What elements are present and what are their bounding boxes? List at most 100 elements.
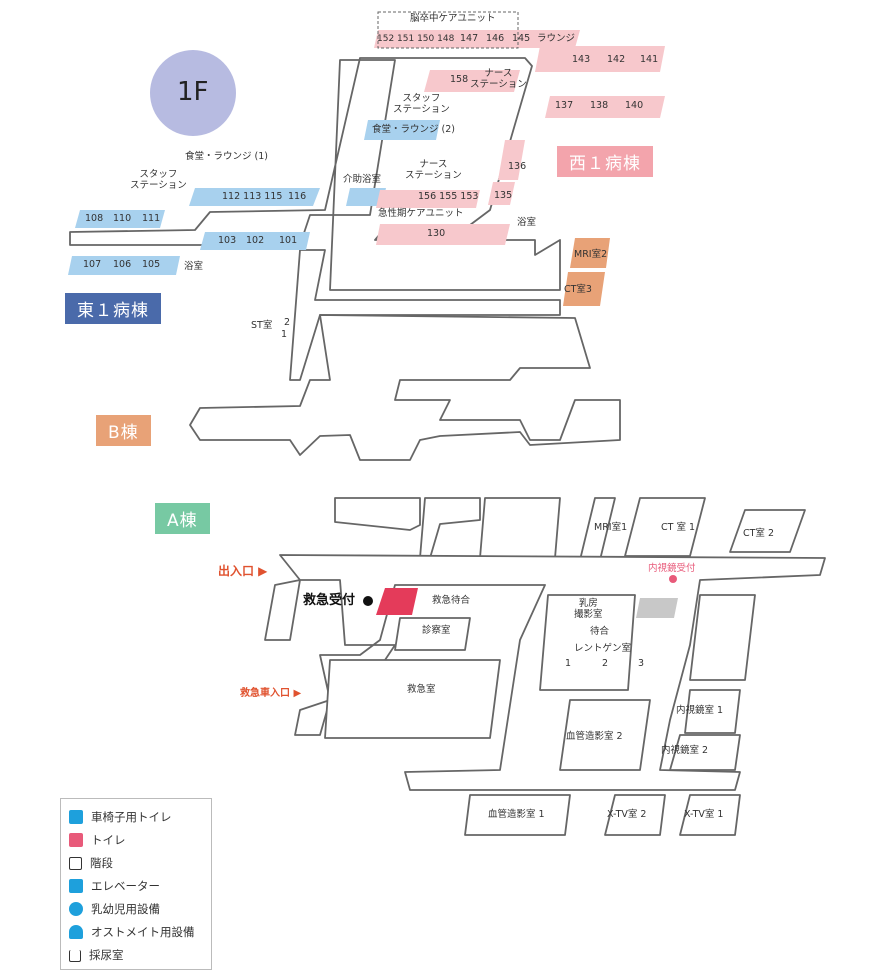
a-block-1 bbox=[479, 497, 561, 559]
b-building-outline bbox=[189, 314, 621, 461]
legend-item: エレベーター bbox=[69, 878, 160, 894]
east-rooms bbox=[68, 120, 440, 275]
a-top-block-left bbox=[334, 497, 421, 531]
xray-block bbox=[539, 594, 636, 691]
floor-badge bbox=[150, 50, 236, 136]
room-116: 116 bbox=[288, 191, 307, 202]
stairs-icon bbox=[69, 857, 82, 870]
dining-lounge-2: 食堂・ラウンジ (2) bbox=[372, 124, 455, 135]
st-room-1: 1 bbox=[281, 329, 288, 340]
exam-room bbox=[394, 617, 471, 651]
legend-item: 階段 bbox=[69, 855, 113, 871]
xtv1-label: X-TV室 1 bbox=[684, 809, 724, 820]
assist-bath-label: 介助浴室 bbox=[343, 174, 382, 185]
room-111: 111 bbox=[142, 213, 161, 224]
mri2-label: MRI室2 bbox=[574, 249, 608, 260]
room-147: 147 bbox=[460, 33, 479, 44]
room-146: 146 bbox=[486, 33, 505, 44]
bath-east: 浴室 bbox=[184, 261, 204, 272]
endoscopy-reception: 内視鏡受付 bbox=[648, 563, 696, 574]
mammography-room: 乳房 撮影室 bbox=[574, 598, 603, 620]
endo2-label: 内視鏡室 2 bbox=[661, 745, 709, 756]
staff-station-east: スタッフ ステーション bbox=[130, 169, 187, 191]
ct1-label: CT 室 1 bbox=[661, 522, 696, 533]
room-107: 107 bbox=[83, 259, 102, 270]
lounge-label: ラウンジ bbox=[537, 33, 576, 44]
floor-label: 1F bbox=[177, 77, 209, 107]
ostomate-icon bbox=[69, 925, 83, 939]
room-108: 108 bbox=[85, 213, 104, 224]
endo1-label: 内視鏡室 1 bbox=[676, 705, 724, 716]
room-103: 103 bbox=[218, 235, 237, 246]
angio2-room bbox=[559, 699, 651, 771]
nurse-station-label: ナース ステーション bbox=[470, 68, 527, 90]
ct1-room bbox=[624, 497, 706, 557]
b-rooms bbox=[563, 238, 610, 306]
mid-corridor bbox=[289, 249, 561, 381]
mri1-label: MRI室1 bbox=[594, 522, 628, 533]
room-110: 110 bbox=[113, 213, 132, 224]
west-rooms bbox=[374, 30, 665, 245]
entrance-label: 出入口 ▶ bbox=[218, 564, 268, 578]
room-101: 101 bbox=[279, 235, 298, 246]
legend-item: 乳幼児用設備 bbox=[69, 901, 160, 917]
room-105: 105 bbox=[142, 259, 161, 270]
mammo-gray bbox=[636, 598, 678, 618]
a-building-badge: A棟 bbox=[155, 503, 210, 534]
a-right-block bbox=[689, 594, 756, 681]
er-waiting-label: 救急待合 bbox=[432, 595, 471, 606]
exam-room-label: 診察室 bbox=[422, 625, 451, 636]
legend-item: トイレ bbox=[69, 832, 126, 848]
endo1-room bbox=[684, 689, 741, 734]
east-ward-badge: 東１病棟 bbox=[65, 293, 161, 324]
room-142: 142 bbox=[607, 54, 626, 65]
ct2-room bbox=[729, 509, 806, 553]
er-reception-label: 救急受付 bbox=[303, 593, 356, 608]
waiting-label: 待合 bbox=[590, 626, 610, 637]
elevator-icon bbox=[69, 879, 83, 893]
room-136: 136 bbox=[508, 161, 527, 172]
top-corridor-outline bbox=[69, 57, 561, 291]
xtv2-label: X-TV室 2 bbox=[607, 809, 647, 820]
angio1-label: 血管造影室 1 bbox=[488, 809, 545, 820]
er-room-label: 救急室 bbox=[407, 684, 436, 695]
b-building-badge: B棟 bbox=[96, 415, 151, 446]
legend-item: オストメイト用設備 bbox=[69, 924, 195, 940]
ct2-label: CT室 2 bbox=[743, 528, 775, 539]
a-top-block-mid bbox=[419, 497, 481, 559]
bath-west: 浴室 bbox=[517, 217, 537, 228]
legend-item: 採尿室 bbox=[69, 947, 124, 963]
baby-icon bbox=[69, 902, 83, 916]
room-137: 137 bbox=[555, 100, 574, 111]
wheelchair-toilet-icon bbox=[69, 810, 83, 824]
ambulance-entrance: 救急車入口 ▶ bbox=[240, 688, 302, 699]
room-143: 143 bbox=[572, 54, 591, 65]
stroke-unit-label: 脳卒中ケアユニット bbox=[410, 13, 496, 24]
room-145: 145 bbox=[512, 33, 531, 44]
staff-station-label: スタッフ ステーション bbox=[393, 93, 450, 115]
angio1-room bbox=[464, 794, 571, 836]
legend-item: 車椅子用トイレ bbox=[69, 809, 172, 825]
nurse-station-2: ナース ステーション bbox=[405, 159, 462, 181]
room-102: 102 bbox=[246, 235, 265, 246]
building-outlines bbox=[69, 57, 826, 836]
er-reception-dot bbox=[363, 596, 373, 606]
rooms-112-115: 112 113 115 bbox=[222, 191, 283, 202]
legend-box: 車椅子用トイレ トイレ 階段 エレベーター 乳幼児用設備 オストメイト用設備 採… bbox=[60, 798, 212, 970]
stroke-unit-box bbox=[377, 11, 519, 49]
ct3-label: CT室3 bbox=[564, 284, 592, 295]
urine-cup-icon bbox=[69, 950, 81, 962]
er-reception-room bbox=[376, 588, 418, 615]
xray-3: 3 bbox=[638, 658, 645, 669]
dining-lounge-1: 食堂・ラウンジ (1) bbox=[185, 151, 268, 162]
room-135: 135 bbox=[494, 190, 513, 201]
xray-1: 1 bbox=[565, 658, 572, 669]
st-room-2: 2 bbox=[284, 317, 291, 328]
xray-2: 2 bbox=[602, 658, 609, 669]
west-ward-badge: 西１病棟 bbox=[557, 146, 653, 177]
rooms-156-153: 156 155 153 bbox=[418, 191, 479, 202]
endo-reception-dot bbox=[669, 575, 677, 583]
room-106: 106 bbox=[113, 259, 132, 270]
er-room bbox=[324, 659, 501, 739]
